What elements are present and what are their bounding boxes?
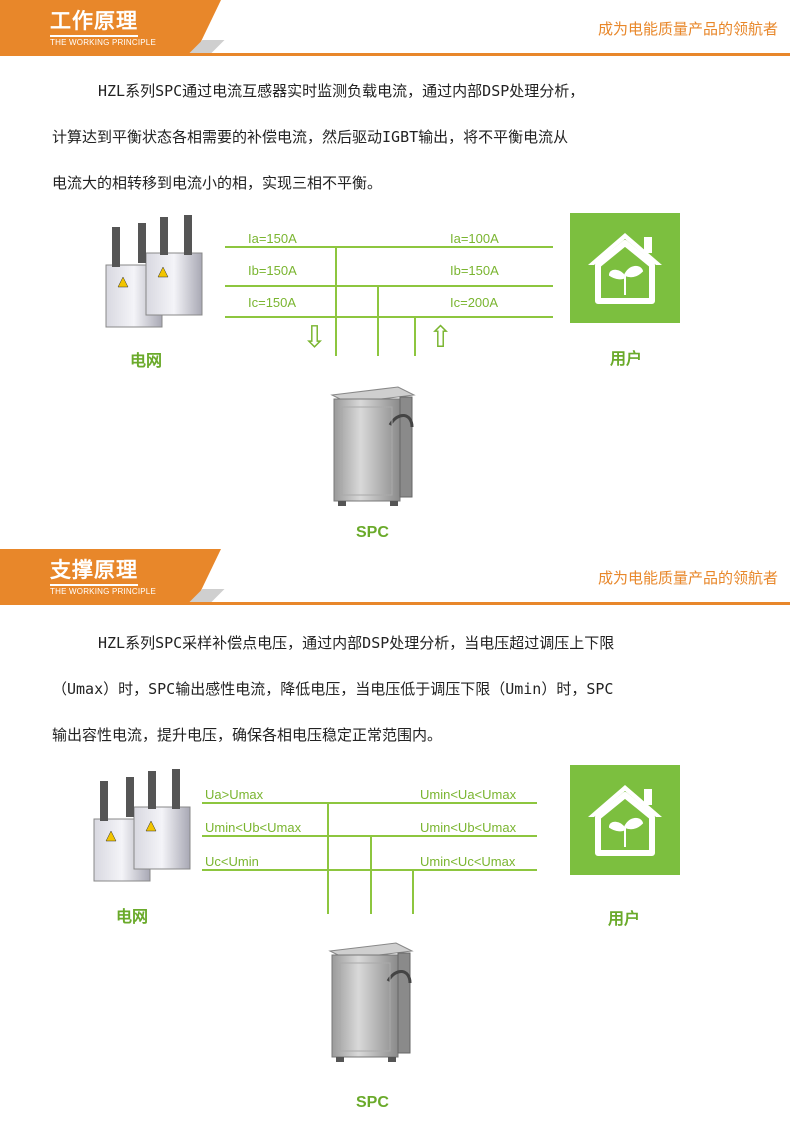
phase-a-line bbox=[202, 802, 537, 804]
user-house-icon bbox=[570, 765, 680, 875]
arrow-down-icon: ⇩ bbox=[302, 320, 328, 355]
left-label-c: Uc<Umin bbox=[205, 854, 259, 869]
section-subtitle: THE WORKING PRINCIPLE bbox=[50, 38, 156, 47]
left-label-b: Ib=150A bbox=[248, 263, 297, 278]
section-support-principle: 支撑原理 THE WORKING PRINCIPLE 成为电能质量产品的领航者 … bbox=[0, 549, 790, 1111]
right-label-c: Umin<Uc<Umax bbox=[420, 854, 516, 869]
current-balance-diagram: Ia=150A Ib=150A Ic=150A Ia=100A Ib=150A … bbox=[0, 205, 790, 550]
right-label-b: Ib=150A bbox=[450, 263, 499, 278]
phase-a-line bbox=[225, 246, 553, 248]
description-paragraph: HZL系列SPC通过电流互感器实时监测负载电流，通过内部DSP处理分析， 计算达… bbox=[52, 82, 585, 192]
grid-label: 电网 bbox=[130, 353, 163, 370]
spc-label: SPC bbox=[356, 524, 389, 541]
spc-label: SPC bbox=[356, 1094, 389, 1111]
section-working-principle: 工作原理 THE WORKING PRINCIPLE 成为电能质量产品的领航者 … bbox=[0, 0, 790, 541]
right-label-b: Umin<Ub<Umax bbox=[420, 820, 517, 835]
power-grid-transformer-icon bbox=[93, 769, 191, 882]
section-header: 支撑原理 THE WORKING PRINCIPLE 成为电能质量产品的领航者 bbox=[0, 549, 790, 605]
spc-cabinet-icon bbox=[328, 942, 414, 1062]
user-house-icon bbox=[570, 213, 680, 323]
left-label-b: Umin<Ub<Umax bbox=[205, 820, 302, 835]
voltage-support-diagram: Ua>Umax Umin<Ub<Umax Uc<Umin Umin<Ua<Uma… bbox=[0, 759, 790, 1119]
right-label-c: Ic=200A bbox=[450, 295, 499, 310]
description-paragraph: HZL系列SPC采样补偿点电压，通过内部DSP处理分析，当电压超过调压上下限 （… bbox=[52, 634, 615, 744]
phase-c-line bbox=[202, 869, 537, 871]
user-label: 用户 bbox=[610, 351, 643, 368]
left-label-c: Ic=150A bbox=[248, 295, 297, 310]
user-label: 用户 bbox=[608, 911, 641, 928]
slogan: 成为电能质量产品的领航者 bbox=[597, 569, 778, 587]
arrow-up-icon: ⇧ bbox=[428, 320, 454, 355]
grid-label: 电网 bbox=[116, 909, 149, 926]
left-label-a: Ua>Umax bbox=[205, 787, 264, 802]
section-header: 工作原理 THE WORKING PRINCIPLE 成为电能质量产品的领航者 bbox=[0, 0, 790, 56]
left-label-a: Ia=150A bbox=[248, 231, 297, 246]
section-subtitle: THE WORKING PRINCIPLE bbox=[50, 587, 156, 596]
power-grid-transformer-icon bbox=[105, 215, 203, 328]
phase-c-line bbox=[225, 316, 553, 318]
right-label-a: Ia=100A bbox=[450, 231, 499, 246]
section-title: 支撑原理 bbox=[50, 554, 138, 586]
slogan: 成为电能质量产品的领航者 bbox=[597, 20, 778, 38]
phase-b-line bbox=[202, 835, 537, 837]
spc-cabinet-icon bbox=[330, 386, 416, 506]
right-label-a: Umin<Ua<Umax bbox=[420, 787, 517, 802]
section-title: 工作原理 bbox=[50, 5, 138, 37]
phase-b-line bbox=[225, 285, 553, 287]
